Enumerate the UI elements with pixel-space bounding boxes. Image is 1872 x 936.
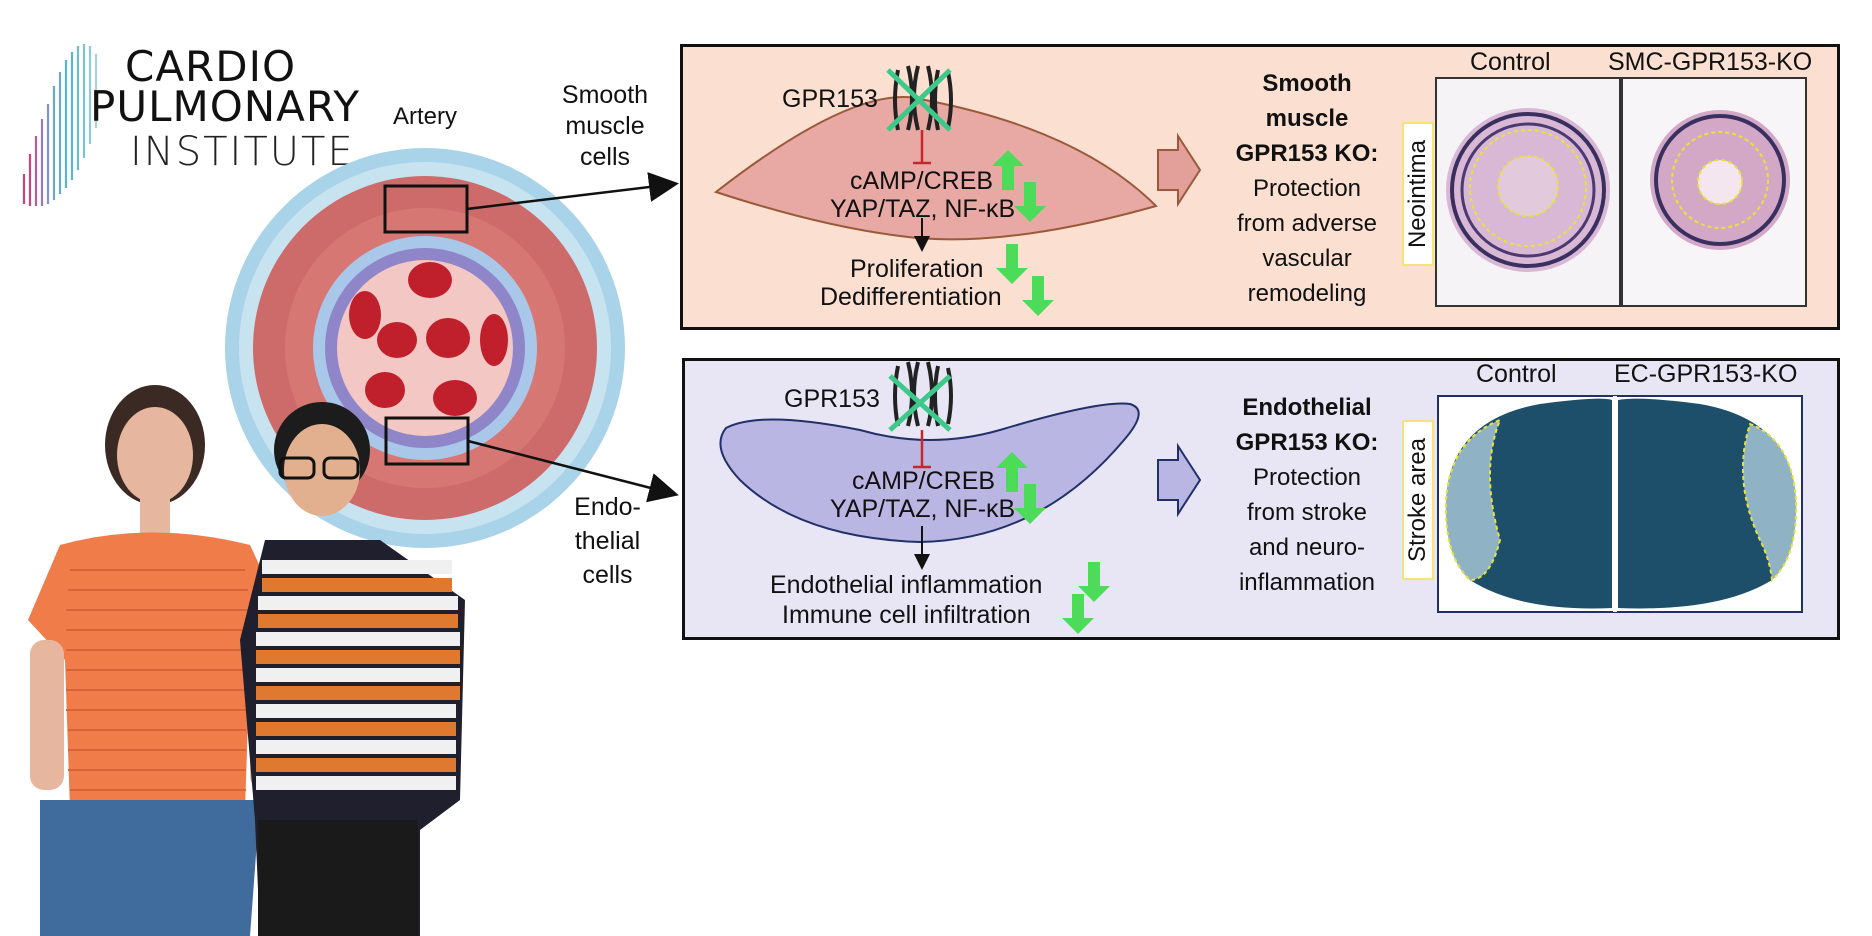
smooth-muscle-cell-shape <box>713 96 1158 241</box>
smc-outcome-line-4: remodeling <box>1247 280 1367 307</box>
smc-pathway-2: YAP/TAZ, NF-κB <box>830 195 1016 223</box>
smc-label-line-3: cells <box>579 143 630 171</box>
smc-regulation-arrows <box>992 150 1054 316</box>
ec-regulation-arrows <box>996 452 1110 634</box>
inflammation-down-arrow-icon <box>1078 562 1110 602</box>
ec-effect-1: Endothelial inflammation <box>770 571 1043 599</box>
institute-logo: CARDIO PULMONARY INSTITUTE <box>20 24 359 214</box>
smc-outcome-arrow-icon <box>1157 132 1202 208</box>
ec-outcome-bold-2: GPR153 KO: <box>1235 429 1379 456</box>
ec-outcome-bold-1: Endothelial <box>1242 394 1372 421</box>
ec-connector-arrow <box>467 439 679 503</box>
ec-outcome-line-2: from stroke <box>1246 499 1368 526</box>
artery-label: Artery <box>392 103 457 130</box>
stroke-area-label-text: Stroke area <box>1404 437 1432 563</box>
smc-effect-2: Dedifferentiation <box>820 283 1002 311</box>
ec-camp-up-arrow-icon <box>996 452 1028 492</box>
logo-line-3: INSTITUTE <box>130 129 355 175</box>
smc-ko-micrograph <box>1621 77 1807 307</box>
smc-control-title: Control <box>1470 48 1551 76</box>
smc-receptor-label: GPR153 <box>782 85 878 113</box>
smc-outcome-line-3: vascular <box>1262 245 1352 272</box>
ec-ko-title: EC-GPR153-KO <box>1614 360 1798 388</box>
ec-outcome-line-3: and neuro- <box>1248 534 1366 561</box>
neointima-label: Neointima <box>1402 122 1434 266</box>
ec-knockout-cross-icon <box>888 374 952 432</box>
smooth-muscle-cells-label: Smooth muscle cells <box>550 80 660 173</box>
smc-outcome-bold-2: muscle <box>1265 105 1349 132</box>
ec-outcome-text: Endothelial GPR153 KO: Protection from s… <box>1212 390 1402 600</box>
stroke-area-label: Stroke area <box>1402 420 1434 580</box>
smc-outcome-bold-1: Smooth <box>1262 70 1352 97</box>
ec-label-line-2: thelial <box>574 527 641 555</box>
smc-outcome-line-1: Protection <box>1252 175 1362 202</box>
smc-control-micrograph <box>1435 77 1621 307</box>
logo-stripes-icon <box>22 44 98 206</box>
yap-down-arrow-icon <box>1014 182 1046 222</box>
smc-connector-arrow <box>466 172 679 211</box>
infiltration-down-arrow-icon <box>1062 594 1094 634</box>
smc-outcome-bold-3: GPR153 KO: <box>1235 140 1379 167</box>
ec-outcome-line-4: inflammation <box>1238 569 1376 596</box>
ec-label-line-3: cells <box>582 561 633 589</box>
endothelial-cells-label: Endo- thelial cells <box>555 490 660 592</box>
ec-pathway-2: YAP/TAZ, NF-κB <box>830 495 1016 523</box>
logo-line-1: CARDIO <box>125 42 297 91</box>
smc-ko-title: SMC-GPR153-KO <box>1608 48 1813 76</box>
ec-outcome-arrow-icon <box>1157 442 1202 518</box>
smc-pathway-1: cAMP/CREB <box>850 167 994 195</box>
proliferation-down-arrow-icon <box>996 244 1028 284</box>
smc-label-line-2: muscle <box>565 112 645 140</box>
person-right <box>240 402 465 936</box>
ec-receptor-label: GPR153 <box>784 385 880 413</box>
smc-outcome-line-2: from adverse <box>1236 210 1378 237</box>
ec-pathway-1: cAMP/CREB <box>852 467 996 495</box>
logo-line-2: PULMONARY <box>90 82 361 131</box>
knockout-cross-icon <box>886 68 952 132</box>
ec-label-line-1: Endo- <box>574 493 641 521</box>
camp-up-arrow-icon <box>992 150 1024 190</box>
ec-yap-down-arrow-icon <box>1014 484 1046 524</box>
ec-outcome-line-1: Protection <box>1252 464 1362 491</box>
smc-effect-1: Proliferation <box>850 255 984 283</box>
smc-label-line-1: Smooth <box>561 81 649 109</box>
smc-outcome-text: Smooth muscle GPR153 KO: Protection from… <box>1212 66 1402 311</box>
ec-effect-2: Immune cell infiltration <box>782 601 1031 629</box>
ec-brain-micrograph <box>1437 395 1803 613</box>
person-left <box>28 385 285 936</box>
ec-control-title: Control <box>1476 360 1557 388</box>
dediff-down-arrow-icon <box>1022 276 1054 316</box>
